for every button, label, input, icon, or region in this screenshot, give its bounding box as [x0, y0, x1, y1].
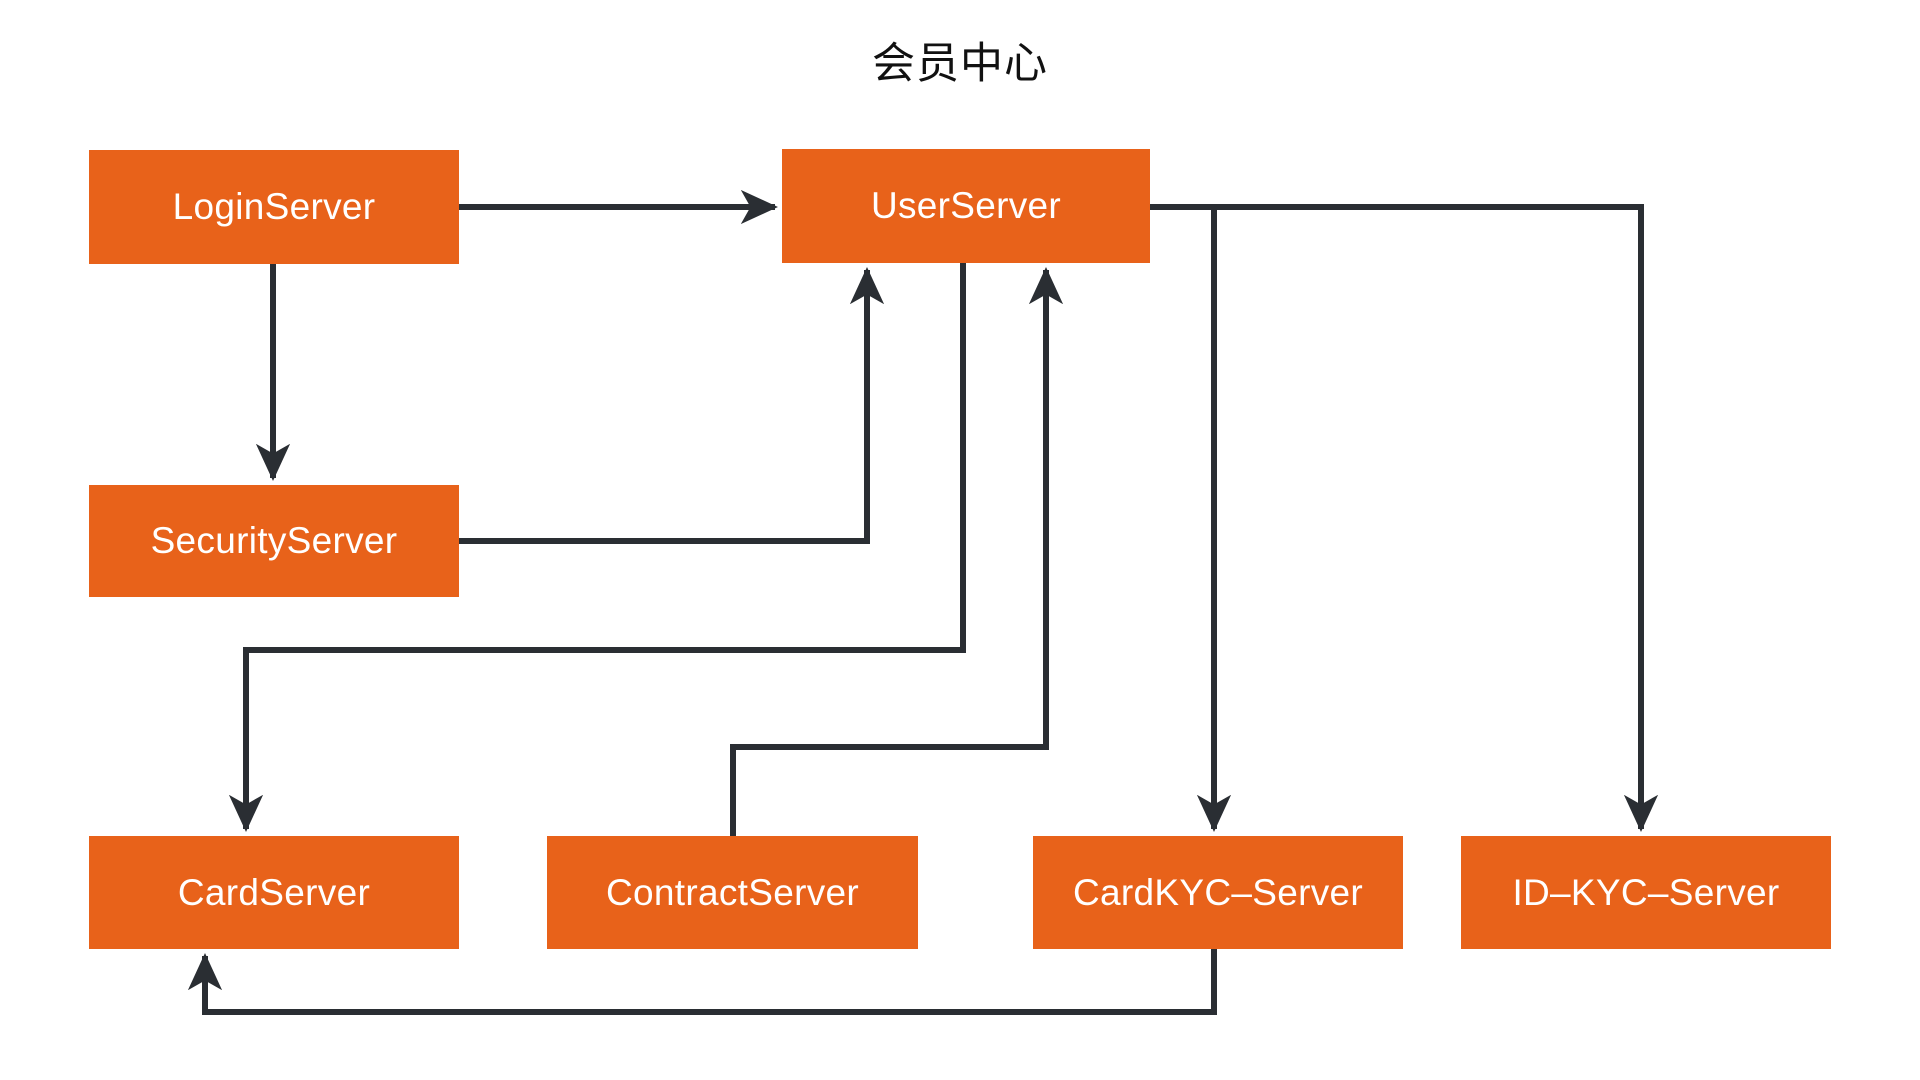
- edge-cardkyc-to-card: [187, 949, 1217, 1015]
- node-contract-server-label: ContractServer: [605, 871, 859, 913]
- node-login-server-label: LoginServer: [172, 186, 376, 227]
- node-cardkyc-server[interactable]: CardKYC–Server: [1033, 836, 1403, 949]
- node-contract-server[interactable]: ContractServer: [547, 836, 918, 949]
- node-security-server[interactable]: SecurityServer: [89, 485, 459, 597]
- node-user-server-label: UserServer: [870, 185, 1062, 226]
- node-security-server-label: SecurityServer: [150, 520, 398, 561]
- node-card-server-label: CardServer: [177, 871, 371, 913]
- node-user-server[interactable]: UserServer: [782, 149, 1150, 263]
- node-cardkyc-server-label: CardKYC–Server: [1072, 871, 1364, 913]
- node-idkyc-server[interactable]: ID–KYC–Server: [1461, 836, 1831, 949]
- edge-contract-to-user: [730, 267, 1064, 836]
- node-login-server[interactable]: LoginServer: [89, 150, 459, 264]
- node-card-server[interactable]: CardServer: [89, 836, 459, 949]
- edge-security-to-user: [459, 267, 885, 544]
- diagram-title: 会员中心: [872, 39, 1048, 89]
- edge-user-to-cardkyc: [1150, 204, 1232, 832]
- node-idkyc-server-label: ID–KYC–Server: [1512, 871, 1780, 913]
- edge-user-to-idkyc: [1214, 204, 1659, 832]
